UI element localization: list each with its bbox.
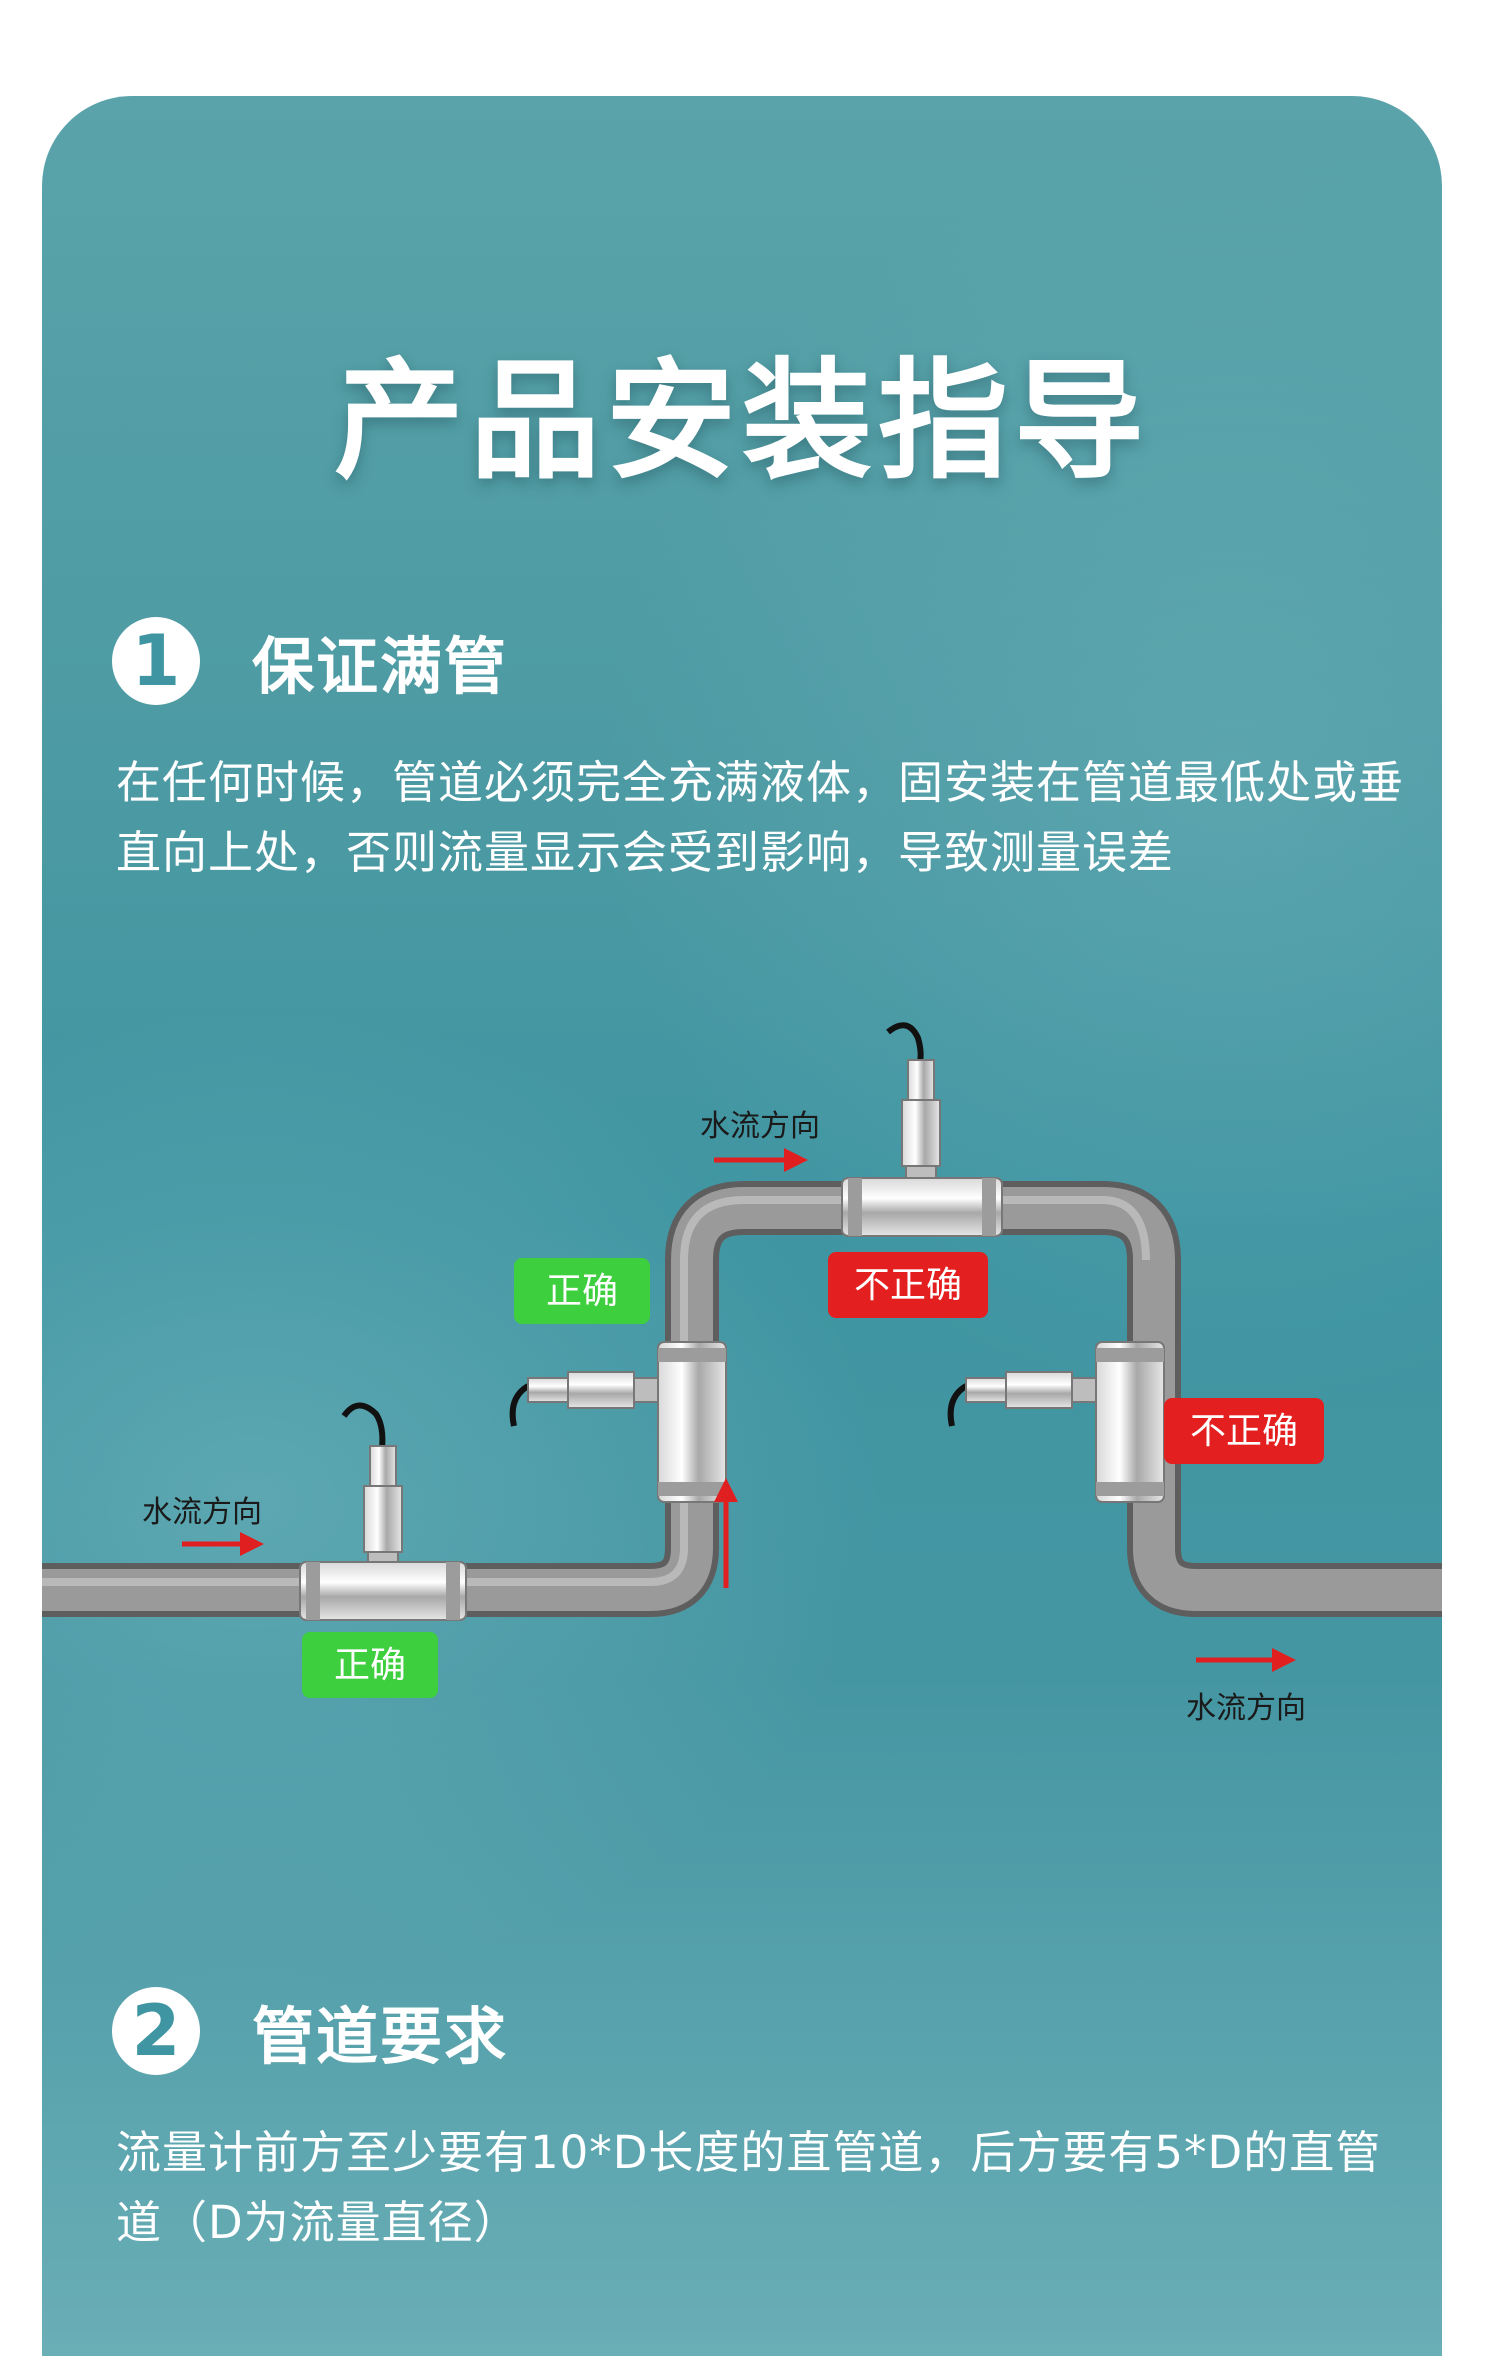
flow-meter-bottom [299, 1402, 467, 1621]
flow-meter-vertical-down [947, 1341, 1165, 1503]
install-guide-card: 产品安装指导 1 保证满管 在任何时候，管道必须完全充满液体，固安装在管道最低处… [42, 96, 1442, 2356]
status-text: 不正确 [854, 1265, 962, 1306]
flow-arrow-top [714, 1148, 808, 1172]
pipe [42, 1181, 1442, 1617]
section-1-number-badge: 1 [112, 617, 200, 705]
flow-arrow-outlet [1196, 1648, 1296, 1672]
section-2-title: 管道要求 [252, 2000, 509, 2073]
status-text: 正确 [546, 1271, 618, 1312]
pipe-installation-diagram: 水流方向 水流方向 水流方向 正确 正确 不正确 不正确 [42, 1022, 1442, 1726]
status-text: 不正确 [1190, 1411, 1298, 1452]
status-badge-correct-bottom: 正确 [302, 1632, 438, 1698]
section-1-title: 保证满管 [252, 630, 509, 703]
section-2-description: 流量计前方至少要有10*D长度的直管道，后方要有5*D的直管道（D为流量直径） [116, 2126, 1382, 2249]
section-1-description: 在任何时候，管道必须完全充满液体，固安装在管道最低处或垂直向上处，否则流量显示会… [116, 756, 1405, 879]
flow-arrow-inlet [182, 1532, 264, 1556]
flow-direction-label-inlet: 水流方向 [142, 1495, 262, 1530]
flow-arrow-up [714, 1478, 738, 1588]
section-2-header: 2 管道要求 [112, 1986, 508, 2076]
flow-meter-top [841, 1022, 1003, 1237]
flow-direction-label-outlet: 水流方向 [1186, 1691, 1306, 1726]
page-title: 产品安装指导 [333, 345, 1150, 497]
status-text: 正确 [334, 1645, 406, 1686]
section-1-header: 1 保证满管 [112, 616, 508, 706]
status-badge-incorrect-top: 不正确 [828, 1252, 988, 1318]
flow-meter-vertical-up [509, 1341, 727, 1503]
section-2-number-badge: 2 [112, 1987, 200, 2075]
flow-direction-label-top: 水流方向 [700, 1109, 820, 1144]
status-badge-incorrect-down: 不正确 [1164, 1398, 1324, 1464]
status-badge-correct-vertical: 正确 [514, 1258, 650, 1324]
